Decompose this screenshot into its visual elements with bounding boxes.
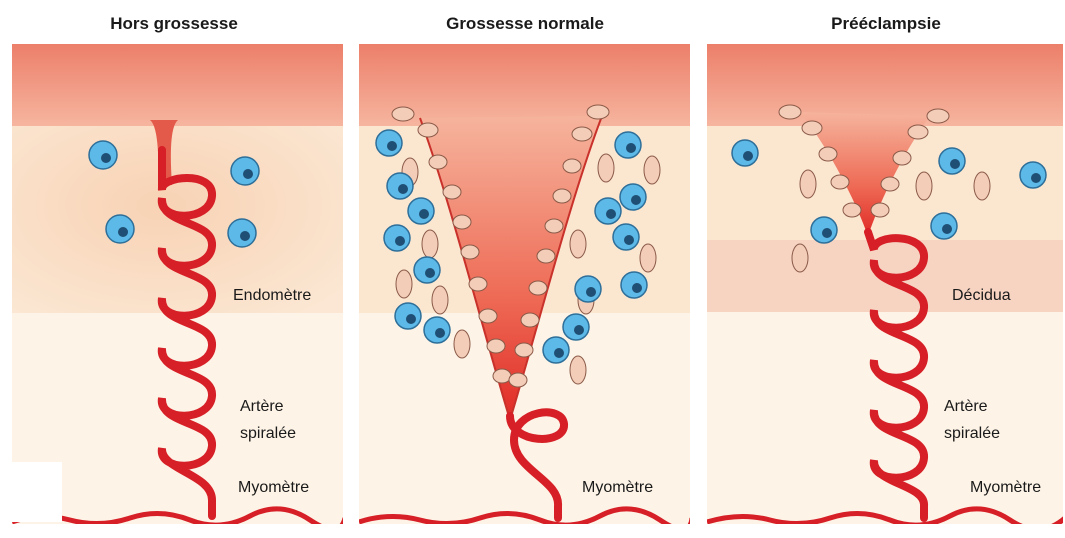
label-myometre: Myomètre [238, 479, 309, 496]
label-artere: Artère [240, 398, 284, 415]
immune-cell [231, 157, 259, 185]
panel-preeclampsie: Décidua Artère spiralée Myomètre [707, 44, 1065, 530]
blood-layer [707, 44, 1063, 126]
white-patch [12, 462, 62, 522]
label-endometre: Endomètre [233, 287, 311, 304]
label-decidua: Décidua [952, 287, 1011, 304]
label-myometre: Myomètre [582, 479, 653, 496]
spiral-artery [868, 232, 924, 518]
immune-cell [228, 219, 256, 247]
label-myometre: Myomètre [970, 479, 1041, 496]
immune-cell [106, 215, 134, 243]
panel-gap [690, 40, 707, 530]
panel-hors-grossesse: Endomètre Artère spiralée Myomètre [12, 44, 345, 530]
panel-gap [343, 40, 359, 530]
immune-cell [89, 141, 117, 169]
panel-grossesse-normale: Myomètre [359, 44, 692, 530]
blood-layer [12, 44, 343, 126]
panel-title-hors-grossesse: Hors grossesse [110, 14, 238, 33]
panel-title-grossesse-normale: Grossesse normale [446, 14, 604, 33]
label-spiralee: spiralée [944, 425, 1000, 442]
panel-title-preeclampsie: Prééclampsie [831, 14, 941, 33]
label-spiralee: spiralée [240, 425, 296, 442]
label-artere: Artère [944, 398, 988, 415]
